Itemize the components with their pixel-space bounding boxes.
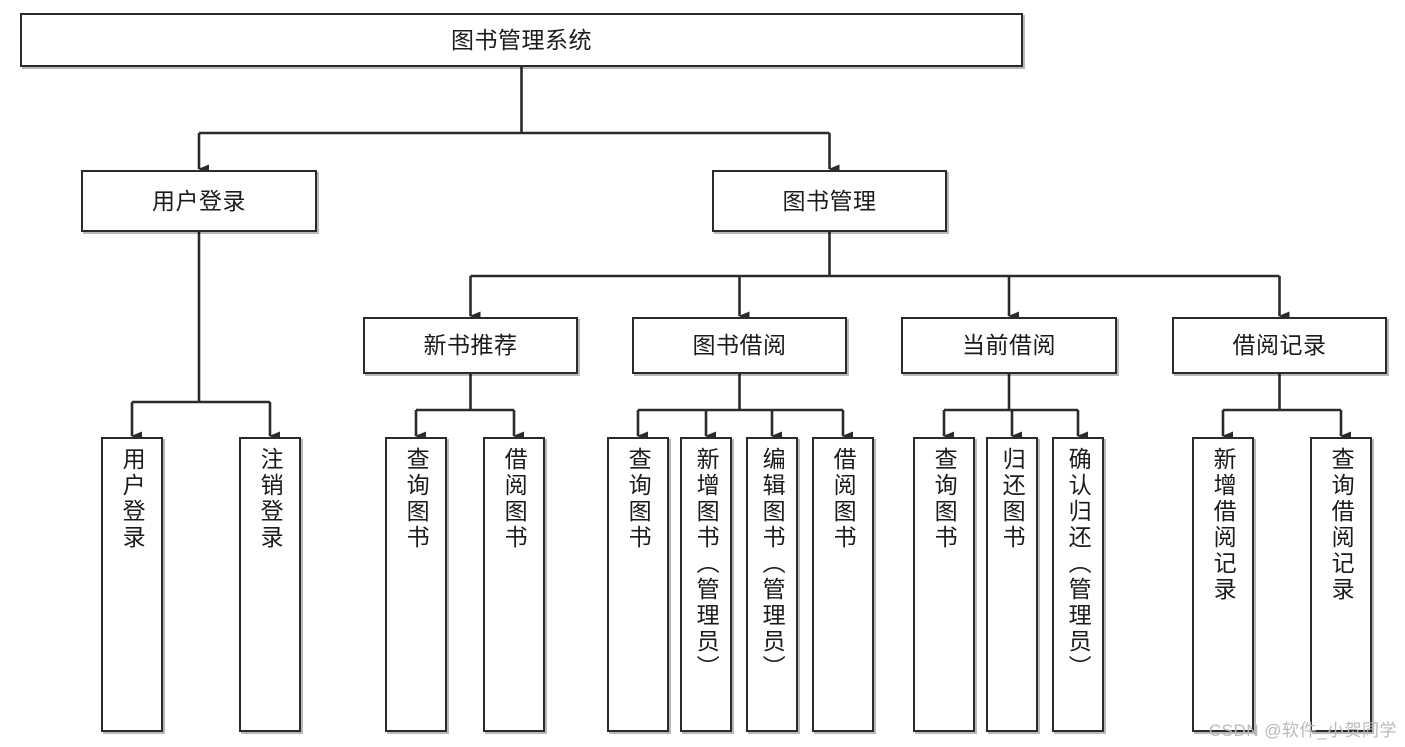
leaf-query-book-current[interactable]: 查询图书	[913, 437, 975, 732]
leaf-confirm-return[interactable]: 确认归还（管理员）	[1052, 437, 1104, 732]
node-user-login-label: 用户登录	[152, 187, 246, 214]
leaf-borrow-book-recommend[interactable]: 借阅图书	[483, 437, 545, 732]
node-root-label: 图书管理系统	[451, 26, 592, 53]
leaf-query-book-recommend[interactable]: 查询图书	[385, 437, 447, 732]
leaf-return-book-label: 归还图书	[999, 447, 1026, 551]
leaf-query-book-current-label: 查询图书	[931, 447, 958, 551]
leaf-query-book-recommend-label: 查询图书	[403, 447, 430, 551]
leaf-borrow-book[interactable]: 借阅图书	[812, 437, 874, 732]
leaf-logout-label: 注销登录	[257, 447, 284, 551]
leaf-edit-book[interactable]: 编辑图书（管理员）	[746, 437, 798, 732]
leaf-confirm-return-label: 确认归还（管理员）	[1065, 447, 1092, 681]
leaf-query-book-borrow[interactable]: 查询图书	[607, 437, 669, 732]
leaf-query-borrow-record[interactable]: 查询借阅记录	[1310, 437, 1372, 732]
leaf-return-book[interactable]: 归还图书	[986, 437, 1038, 732]
leaf-logout[interactable]: 注销登录	[239, 437, 301, 732]
node-borrow-record[interactable]: 借阅记录	[1172, 317, 1387, 374]
leaf-query-book-borrow-label: 查询图书	[625, 447, 652, 551]
node-root[interactable]: 图书管理系统	[20, 13, 1023, 67]
node-new-book-recommend[interactable]: 新书推荐	[363, 317, 578, 374]
leaf-user-login-label: 用户登录	[119, 447, 146, 551]
node-borrow-record-label: 借阅记录	[1232, 332, 1327, 359]
leaf-add-book-label: 新增图书（管理员）	[693, 447, 720, 681]
leaf-query-borrow-record-label: 查询借阅记录	[1328, 447, 1355, 603]
leaf-borrow-book-label: 借阅图书	[830, 447, 857, 551]
node-book-manage[interactable]: 图书管理	[712, 170, 947, 232]
leaf-add-borrow-record[interactable]: 新增借阅记录	[1192, 437, 1254, 732]
node-book-manage-label: 图书管理	[782, 187, 877, 214]
leaf-edit-book-label: 编辑图书（管理员）	[759, 447, 786, 681]
leaf-user-login[interactable]: 用户登录	[101, 437, 163, 732]
leaf-borrow-book-recommend-label: 借阅图书	[501, 447, 528, 551]
node-user-login[interactable]: 用户登录	[81, 170, 317, 232]
node-book-borrow-label: 图书借阅	[692, 332, 787, 359]
leaf-add-borrow-record-label: 新增借阅记录	[1210, 447, 1237, 603]
leaf-add-book[interactable]: 新增图书（管理员）	[680, 437, 732, 732]
node-book-borrow[interactable]: 图书借阅	[632, 317, 847, 374]
node-current-borrow[interactable]: 当前借阅	[901, 317, 1117, 374]
node-current-borrow-label: 当前借阅	[962, 332, 1056, 359]
node-new-book-recommend-label: 新书推荐	[423, 332, 518, 359]
